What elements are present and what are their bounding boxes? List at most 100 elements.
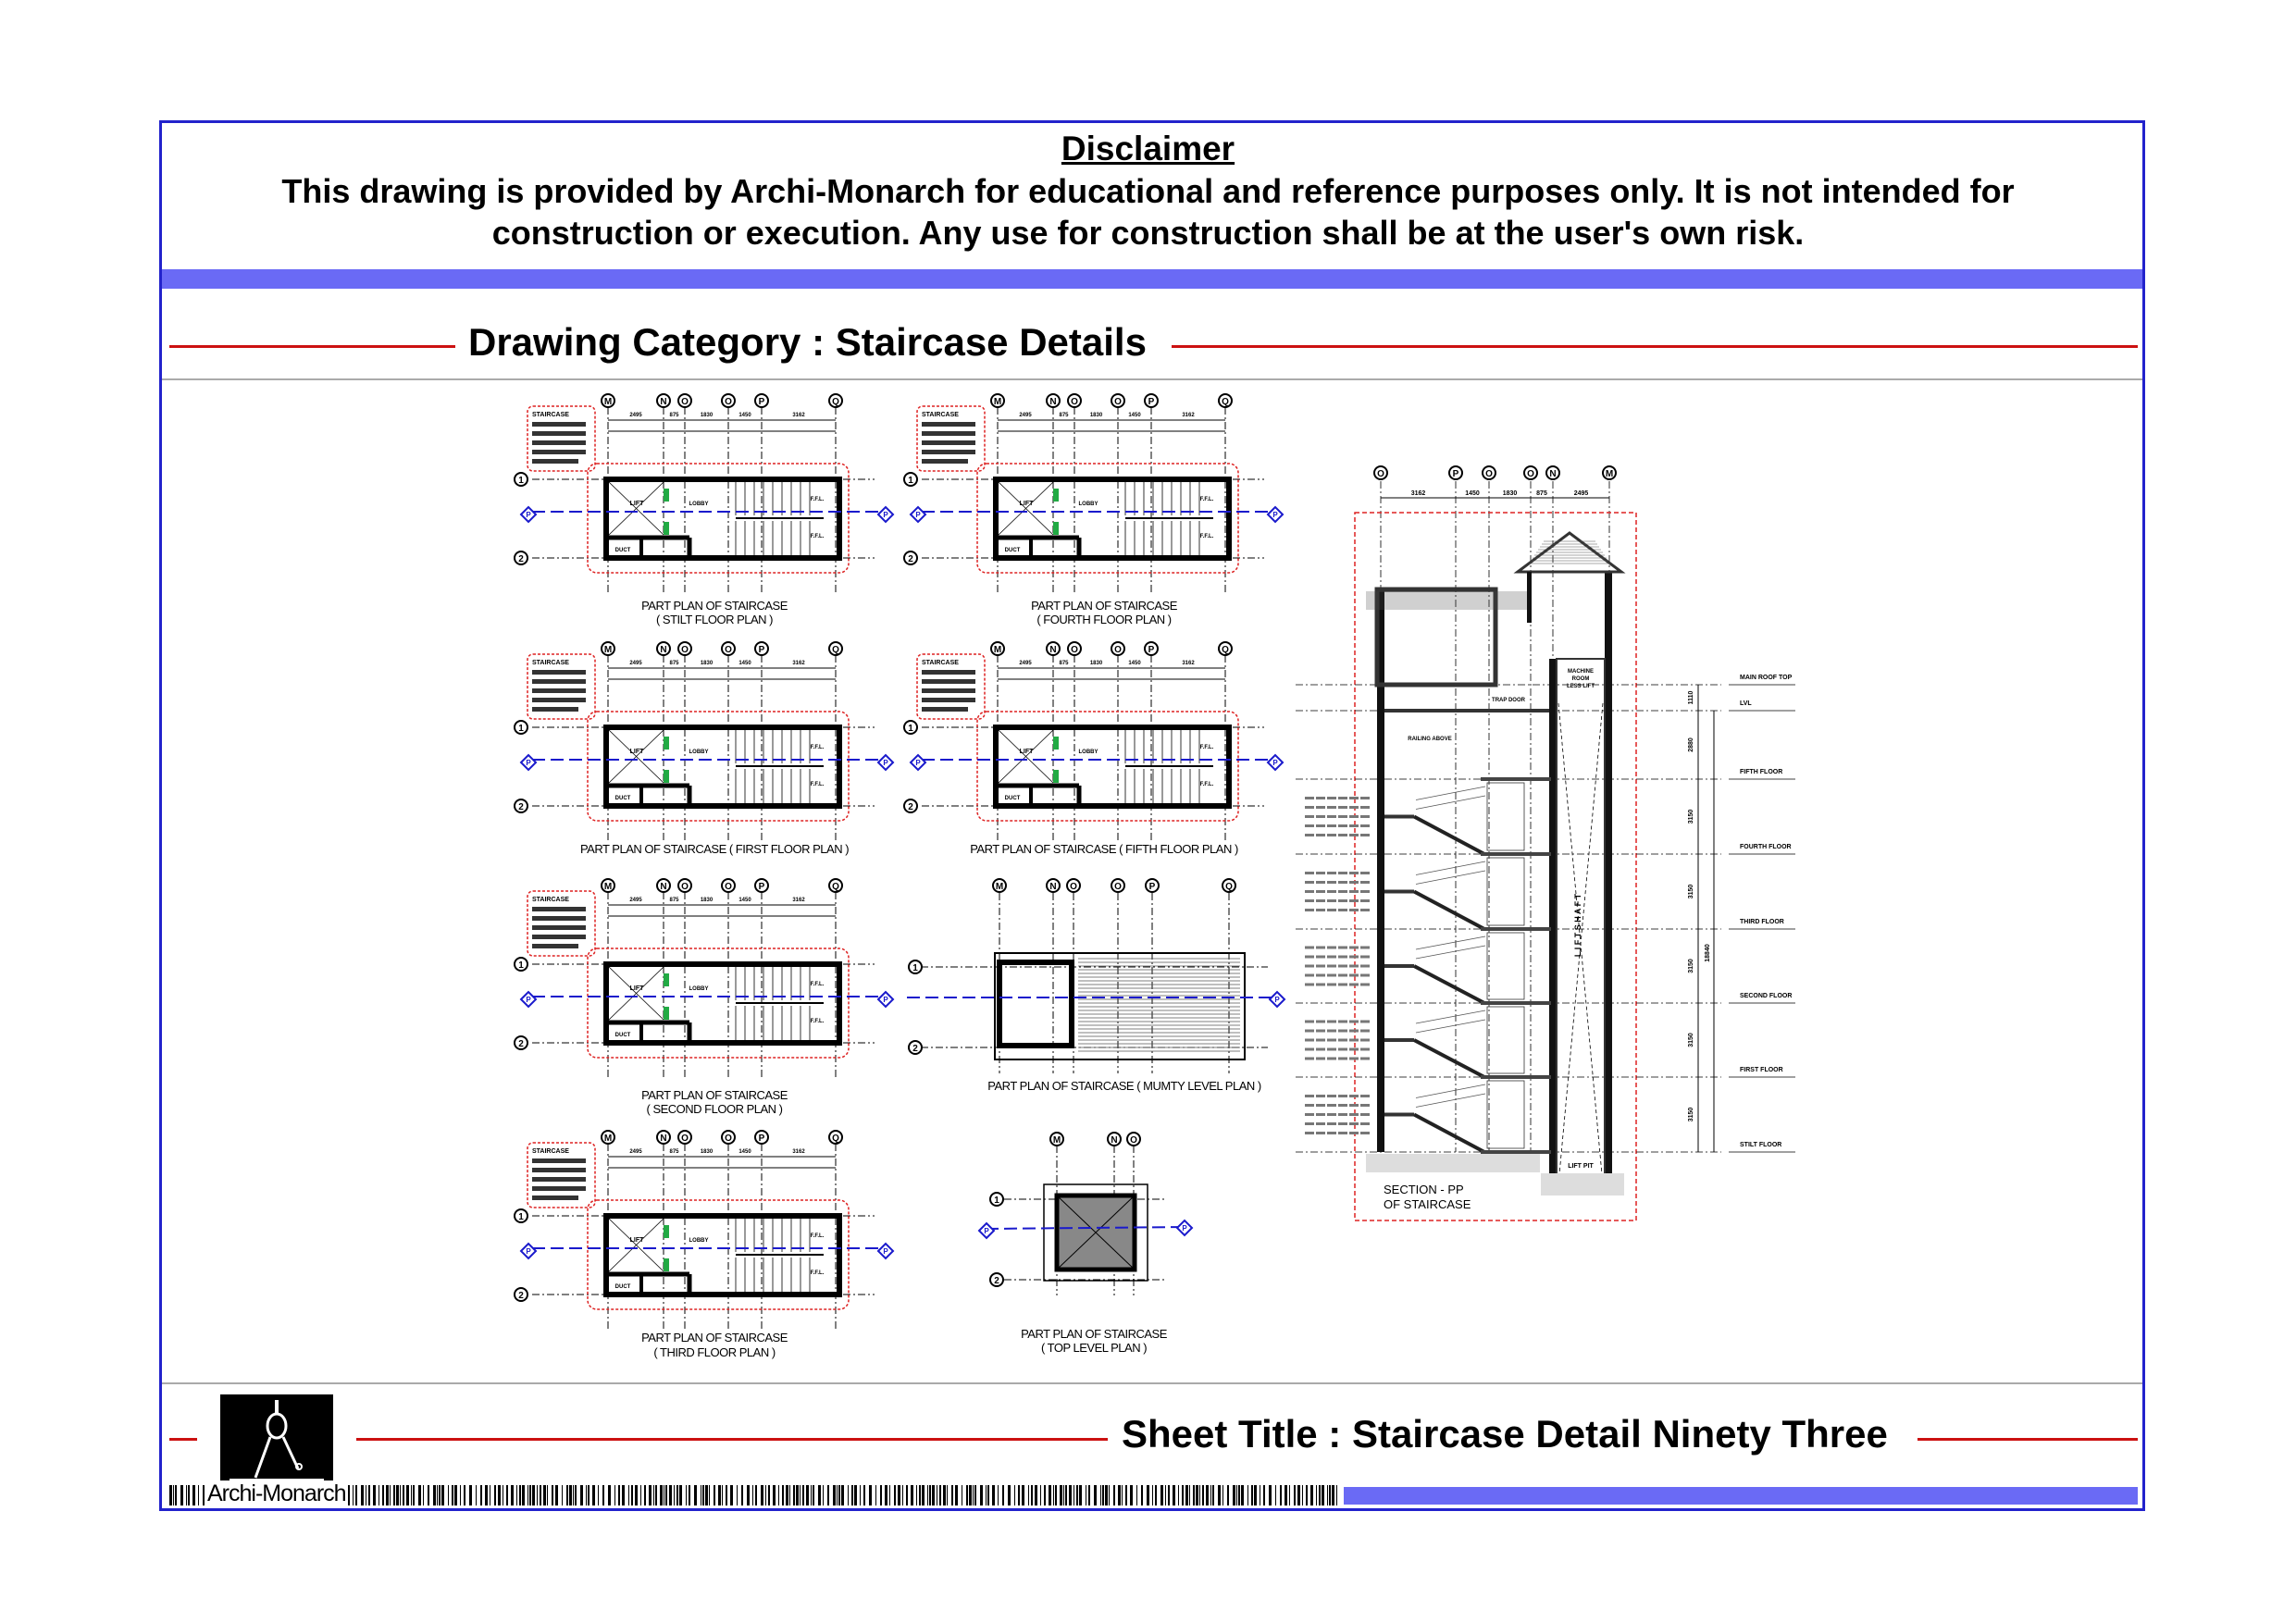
barcode-bar — [203, 1485, 205, 1505]
dimension-text: 1450 — [738, 661, 751, 666]
lift-door — [664, 1258, 669, 1271]
section-marker-icon — [1268, 990, 1286, 1009]
barcode-bar — [1236, 1485, 1237, 1505]
info-text-line — [922, 450, 975, 454]
grid-label: 1 — [518, 960, 524, 971]
barcode-bar — [1254, 1485, 1257, 1505]
info-text-line — [532, 431, 586, 436]
plan-title: PART PLAN OF STAIRCASE — [1021, 1327, 1168, 1341]
grid-label: P — [1149, 882, 1156, 892]
grid-label: O — [1377, 469, 1384, 479]
barcode-bar — [793, 1485, 795, 1505]
grid-label: O — [1071, 645, 1078, 655]
grid-bubble — [1218, 393, 1233, 408]
barcode-bar — [1306, 1485, 1308, 1505]
barcode-bar — [869, 1485, 872, 1505]
barcode-bar — [1088, 1485, 1090, 1505]
grid-label: 2 — [908, 554, 913, 564]
barcode-bar — [1238, 1485, 1240, 1505]
barcode-bar — [1185, 1485, 1188, 1505]
staircase-info-box — [916, 653, 986, 720]
barcode-bar — [1227, 1485, 1229, 1505]
barcode-bar — [730, 1485, 733, 1505]
barcode-bar — [598, 1485, 599, 1505]
section-marker-label: P — [883, 511, 888, 519]
barcode-bar — [485, 1485, 488, 1505]
lift-door-frame — [1486, 782, 1525, 851]
barcode-bar — [1008, 1485, 1011, 1505]
barcode-bar — [1122, 1485, 1123, 1505]
barcode-bar — [1060, 1485, 1062, 1505]
barcode-bar — [786, 1485, 788, 1505]
barcode-bar — [768, 1485, 770, 1505]
section-marker-icon — [977, 1221, 996, 1240]
barcode-bar — [906, 1485, 908, 1505]
barcode-bar — [547, 1485, 548, 1505]
barcode-bar — [1233, 1485, 1235, 1505]
grid-bubble — [1066, 878, 1081, 893]
barcode-bar — [827, 1485, 829, 1505]
section-marker-label: P — [984, 1227, 989, 1235]
roof-ridge — [1056, 1195, 1136, 1270]
grid-label: O — [1114, 645, 1122, 655]
staircase-walls — [603, 961, 842, 1046]
barcode-bar — [747, 1485, 750, 1505]
grid-bubble — [1144, 641, 1159, 656]
barcode-bar — [361, 1485, 364, 1505]
grid-label: O — [1527, 469, 1534, 479]
grid-label: P — [759, 882, 765, 892]
barcode-bar — [1168, 1485, 1170, 1505]
barcode-bar — [782, 1485, 784, 1505]
grid-label: O — [725, 882, 732, 892]
barcode-bar — [741, 1485, 743, 1505]
ffl-label: F.F.L. — [1200, 782, 1214, 787]
ground-hatch — [1366, 1154, 1540, 1172]
stair-flight — [1413, 1112, 1485, 1154]
dimension-text: 3162 — [792, 661, 805, 666]
info-text-line — [532, 1177, 586, 1182]
grid-bubble — [754, 1130, 769, 1145]
barcode-bar — [573, 1485, 574, 1505]
barcode-bar — [1031, 1485, 1033, 1505]
barcode-bar — [368, 1485, 370, 1505]
railing — [1415, 945, 1486, 960]
stair-flight — [1413, 1038, 1485, 1079]
grid-label: P — [1148, 397, 1155, 407]
grid-label: 1 — [518, 476, 524, 486]
barcode-bar — [602, 1485, 604, 1505]
grid-bubble — [1545, 465, 1560, 480]
barcode-bar — [1275, 1485, 1276, 1505]
total-height: 18840 — [1705, 944, 1711, 962]
barcode-bar — [1155, 1485, 1157, 1505]
section-marker-icon — [909, 753, 927, 772]
lift-door — [1053, 489, 1059, 502]
barcode-bar — [1251, 1485, 1253, 1505]
grid-bubble — [992, 878, 1007, 893]
staircase-info-label: STAIRCASE — [532, 412, 569, 418]
barcode-bar — [393, 1485, 395, 1505]
grid-label: O — [681, 397, 689, 407]
plan-title: ( THIRD FLOOR PLAN ) — [653, 1345, 776, 1359]
info-text-line — [532, 1158, 586, 1163]
info-text-line — [532, 925, 586, 930]
section-marker-icon — [876, 1242, 895, 1260]
barcode-bar — [860, 1485, 861, 1505]
grid-bubble — [1218, 641, 1233, 656]
barcode-bar — [480, 1485, 482, 1505]
grid-label: 2 — [518, 1039, 524, 1049]
sheet-rule-right — [1917, 1438, 2138, 1441]
machine-room-label: LESS LIFT — [1567, 684, 1595, 689]
staircase-info-label: STAIRCASE — [532, 1148, 569, 1155]
barcode-bar — [752, 1485, 753, 1505]
lift-pit-hatch — [1541, 1173, 1624, 1196]
lift-door — [664, 770, 669, 783]
barcode-bar — [838, 1485, 840, 1505]
grid-bubble — [514, 1287, 528, 1302]
staircase-walls — [603, 477, 842, 561]
lift-label: LIFT — [630, 1237, 644, 1244]
barcode-bar — [569, 1485, 572, 1505]
duct-label: DUCT — [615, 1284, 631, 1290]
barcode-bar — [674, 1485, 675, 1505]
